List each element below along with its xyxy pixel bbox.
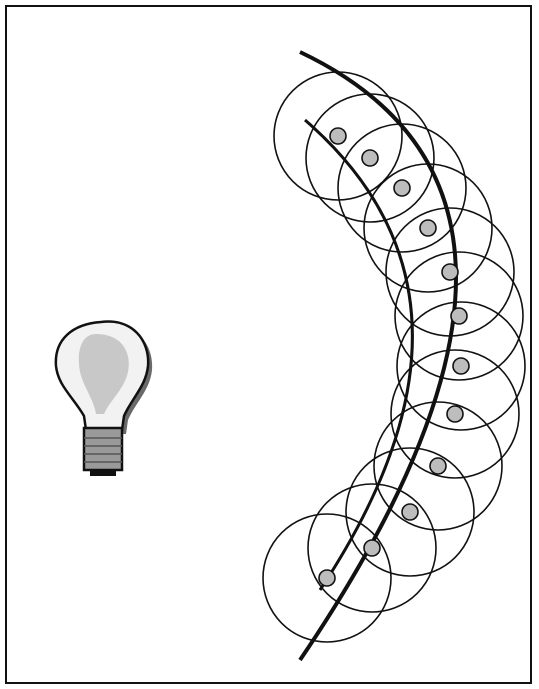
source-point	[330, 128, 346, 144]
source-point	[394, 180, 410, 196]
source-point	[362, 150, 378, 166]
bulb-base	[84, 428, 122, 470]
secondary-wavelets	[263, 72, 525, 642]
source-point	[430, 458, 446, 474]
source-point	[402, 504, 418, 520]
source-point	[420, 220, 436, 236]
source-point	[319, 570, 335, 586]
source-point	[447, 406, 463, 422]
source-point	[453, 358, 469, 374]
source-point	[451, 308, 467, 324]
light-bulb-icon	[56, 322, 152, 476]
source-point	[442, 264, 458, 280]
source-point	[364, 540, 380, 556]
